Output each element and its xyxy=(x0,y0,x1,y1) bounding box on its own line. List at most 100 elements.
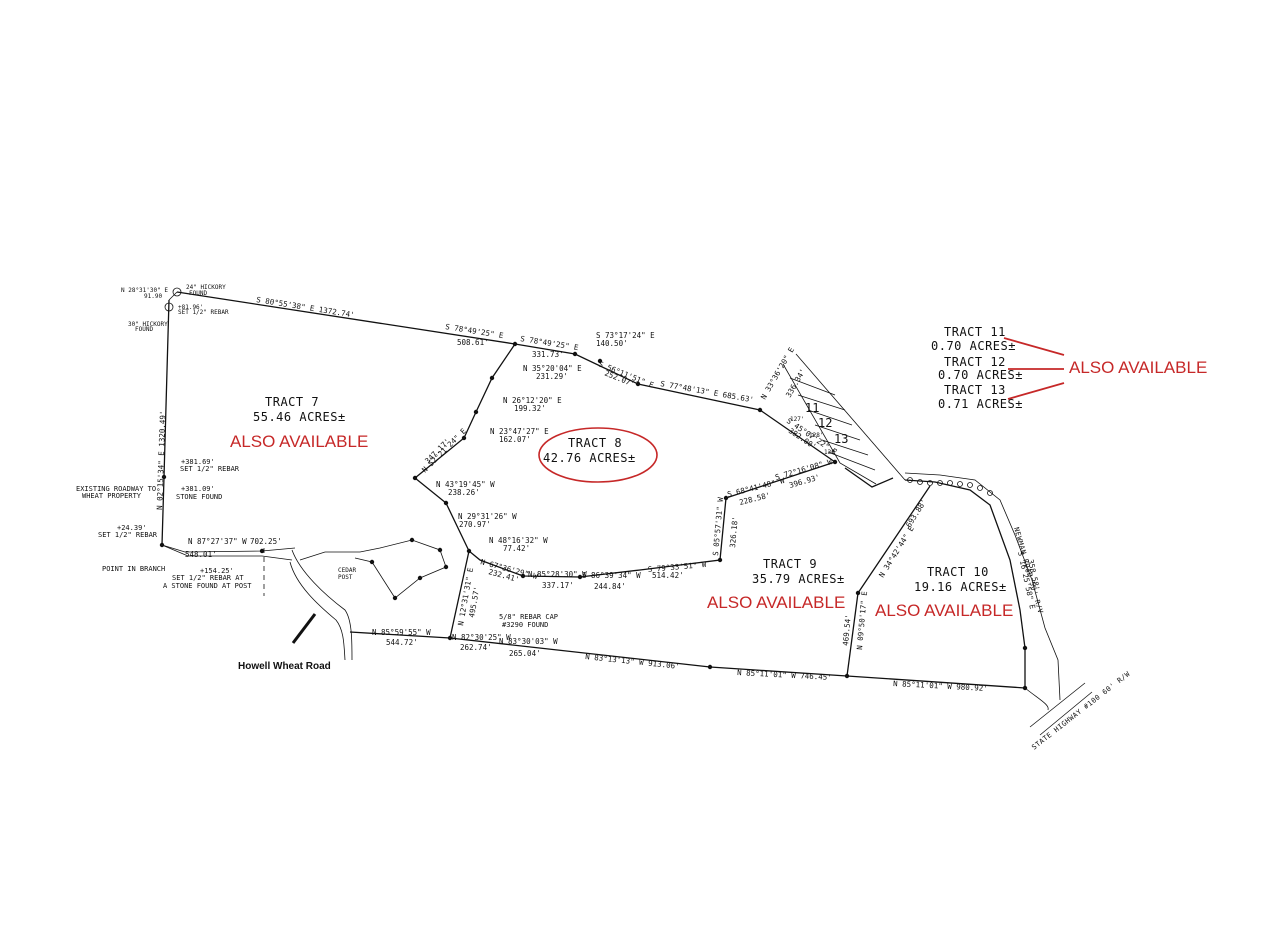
svg-text:0.71 ACRES±: 0.71 ACRES± xyxy=(938,397,1023,411)
lot-numbers: 11 12 13 xyxy=(805,401,848,446)
svg-text:#3290 FOUND: #3290 FOUND xyxy=(502,621,548,629)
svg-text:S 73°17'24" E: S 73°17'24" E xyxy=(596,331,655,340)
svg-text:128': 128' xyxy=(809,432,823,439)
svg-text:N 02°15'34" E 1320.49': N 02°15'34" E 1320.49' xyxy=(155,410,167,510)
survey-points xyxy=(159,341,1028,691)
state-highway-edge xyxy=(1024,682,1093,736)
svg-text:N 85°59'55" W: N 85°59'55" W xyxy=(372,628,431,637)
svg-text:N 85°11'01" W 980.92': N 85°11'01" W 980.92' xyxy=(893,679,988,693)
svg-text:55.46 ACRES±: 55.46 ACRES± xyxy=(253,410,346,424)
svg-text:FOUND: FOUND xyxy=(189,290,207,297)
svg-text:238.26': 238.26' xyxy=(448,488,480,497)
svg-text:262.74': 262.74' xyxy=(460,643,492,652)
svg-text:SET 1/2" REBAR: SET 1/2" REBAR xyxy=(178,309,229,316)
svg-text:11: 11 xyxy=(805,401,819,415)
svg-text:N 85°28'30" W: N 85°28'30" W xyxy=(528,570,587,579)
svg-text:30" HICKORY: 30" HICKORY xyxy=(128,321,168,328)
svg-text:SET 1/2" REBAR AT: SET 1/2" REBAR AT xyxy=(172,574,244,582)
svg-text:A STONE FOUND AT POST: A STONE FOUND AT POST xyxy=(163,582,252,590)
svg-text:42.76 ACRES±: 42.76 ACRES± xyxy=(543,451,636,465)
svg-text:N 34°42'44" E: N 34°42'44" E xyxy=(877,524,916,579)
svg-text:13: 13 xyxy=(834,432,848,446)
tract-9-label: TRACT 9 35.79 ACRES± ALSO AVAILABLE xyxy=(707,557,845,612)
svg-text:WHEAT PROPERTY: WHEAT PROPERTY xyxy=(82,492,142,500)
state-highway-label: STATE HIGHWAY #100 60' R/W xyxy=(1030,670,1132,752)
svg-text:514.42': 514.42' xyxy=(652,571,684,580)
svg-text:TRACT 10: TRACT 10 xyxy=(927,565,989,579)
tract-8-label: TRACT 8 42.76 ACRES± xyxy=(538,427,658,483)
tract-11-13-labels: TRACT 11 0.70 ACRES± TRACT 12 0.70 ACRES… xyxy=(931,325,1207,411)
howell-wheat-road-label: Howell Wheat Road xyxy=(238,661,331,672)
tracts-11-13-status: ALSO AVAILABLE xyxy=(1069,358,1207,377)
svg-text:STONE FOUND: STONE FOUND xyxy=(176,493,222,501)
svg-text:N 43°19'45" W: N 43°19'45" W xyxy=(436,480,495,489)
road-spur-polygon xyxy=(299,539,447,599)
svg-text:N 83°13'13" W 913.06': N 83°13'13" W 913.06' xyxy=(585,652,680,671)
svg-text:SET 1/2" REBAR: SET 1/2" REBAR xyxy=(180,465,240,473)
svg-text:0.70 ACRES±: 0.70 ACRES± xyxy=(938,368,1023,382)
svg-text:TRACT 7: TRACT 7 xyxy=(265,395,319,409)
tract-8-boundary xyxy=(413,343,836,578)
svg-text:N 52°21'24" E: N 52°21'24" E xyxy=(420,426,468,474)
svg-text:N 85°11'01" W 746.45': N 85°11'01" W 746.45' xyxy=(737,668,832,682)
outer-boundary xyxy=(161,291,1026,689)
svg-text:+154.25': +154.25' xyxy=(200,567,234,575)
tract-7-status: ALSO AVAILABLE xyxy=(230,432,368,451)
svg-text:TRACT 11: TRACT 11 xyxy=(944,325,1006,339)
svg-text:231.29': 231.29' xyxy=(536,372,568,381)
svg-text:508.61': 508.61' xyxy=(457,338,489,347)
svg-text:24" HICKORY: 24" HICKORY xyxy=(186,284,226,291)
svg-text:FOUND: FOUND xyxy=(135,326,153,333)
survey-notes: 24" HICKORY FOUND N 28°31'30" E 91.90 +8… xyxy=(76,284,558,629)
svg-text:265.04': 265.04' xyxy=(509,649,541,658)
svg-text:548.01': 548.01' xyxy=(185,550,217,559)
svg-text:12: 12 xyxy=(818,416,832,430)
svg-text:S 80°55'38" E 1372.74': S 80°55'38" E 1372.74' xyxy=(256,295,356,319)
tract-7-label: TRACT 7 55.46 ACRES± ALSO AVAILABLE xyxy=(230,395,368,451)
existing-roadway xyxy=(161,544,296,596)
svg-text:+81.96': +81.96' xyxy=(178,304,203,311)
svg-text:POINT IN BRANCH: POINT IN BRANCH xyxy=(102,565,165,573)
tract-7-9-line xyxy=(449,550,470,639)
svg-text:N 23°47'27" E: N 23°47'27" E xyxy=(490,427,549,436)
svg-text:0.70 ACRES±: 0.70 ACRES± xyxy=(931,339,1016,353)
svg-text:130': 130' xyxy=(824,449,838,456)
hickory-tree-icon xyxy=(164,287,182,312)
svg-text:N 82°30'25" W: N 82°30'25" W xyxy=(452,633,511,642)
svg-text:N 87°27'37" W: N 87°27'37" W xyxy=(188,537,247,546)
small-tracts xyxy=(782,353,993,496)
newman-road-edge xyxy=(904,472,1061,701)
svg-text:EXISTING ROADWAY TO: EXISTING ROADWAY TO xyxy=(76,485,156,493)
svg-text:+381.69': +381.69' xyxy=(181,458,215,466)
bearing-labels: S 80°55'38" E 1372.74' S 78°49'25" E 508… xyxy=(155,295,1041,693)
svg-text:N 26°12'20" E: N 26°12'20" E xyxy=(503,396,562,405)
svg-text:5/8" REBAR CAP: 5/8" REBAR CAP xyxy=(499,613,558,621)
tract-10-status: ALSO AVAILABLE xyxy=(875,601,1013,620)
svg-text:TRACT 12: TRACT 12 xyxy=(944,355,1006,369)
svg-text:N 35°20'04" E: N 35°20'04" E xyxy=(523,364,582,373)
svg-text:162.07': 162.07' xyxy=(499,435,531,444)
howell-wheat-road xyxy=(289,549,353,661)
svg-text:331.73': 331.73' xyxy=(532,350,564,359)
svg-text:CEDAR: CEDAR xyxy=(338,567,356,574)
svg-text:N 28°31'30" E: N 28°31'30" E xyxy=(121,287,168,294)
svg-text:244.84': 244.84' xyxy=(594,582,626,591)
svg-text:SET 1/2" REBAR: SET 1/2" REBAR xyxy=(98,531,158,539)
svg-text:TRACT 8: TRACT 8 xyxy=(568,436,622,450)
tract-10-label: TRACT 10 19.16 ACRES± ALSO AVAILABLE xyxy=(875,565,1013,620)
svg-text:127': 127' xyxy=(790,416,804,423)
svg-text:+24.39': +24.39' xyxy=(117,524,147,532)
svg-text:544.72': 544.72' xyxy=(386,638,418,647)
svg-text:140.50': 140.50' xyxy=(596,339,628,348)
svg-text:326.18': 326.18' xyxy=(728,516,740,548)
svg-text:+381.09': +381.09' xyxy=(181,485,215,493)
svg-text:POST: POST xyxy=(338,574,353,581)
svg-text:91.90: 91.90 xyxy=(144,293,162,300)
svg-text:N 83°30'03" W: N 83°30'03" W xyxy=(499,637,558,646)
svg-text:469.54': 469.54' xyxy=(841,614,853,646)
svg-text:35.79 ACRES±: 35.79 ACRES± xyxy=(752,572,845,586)
svg-text:270.97': 270.97' xyxy=(459,520,491,529)
svg-text:702.25': 702.25' xyxy=(250,537,282,546)
svg-text:N 48°16'32" W: N 48°16'32" W xyxy=(489,536,548,545)
